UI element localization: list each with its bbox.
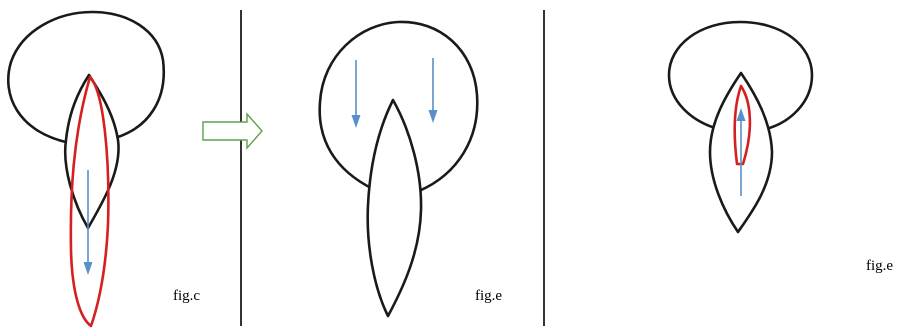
panel-1-down-arrow-head (84, 262, 93, 275)
panel-1-caption: fig.c (173, 288, 200, 305)
panel-1-figure (8, 12, 163, 326)
panel-2-figure (320, 22, 478, 316)
panel-2-caption: fig.e (475, 288, 502, 305)
panel-3-caption: fig.e (866, 258, 893, 275)
transition-arrow-icon (203, 114, 262, 148)
panel-3-figure (669, 22, 812, 232)
